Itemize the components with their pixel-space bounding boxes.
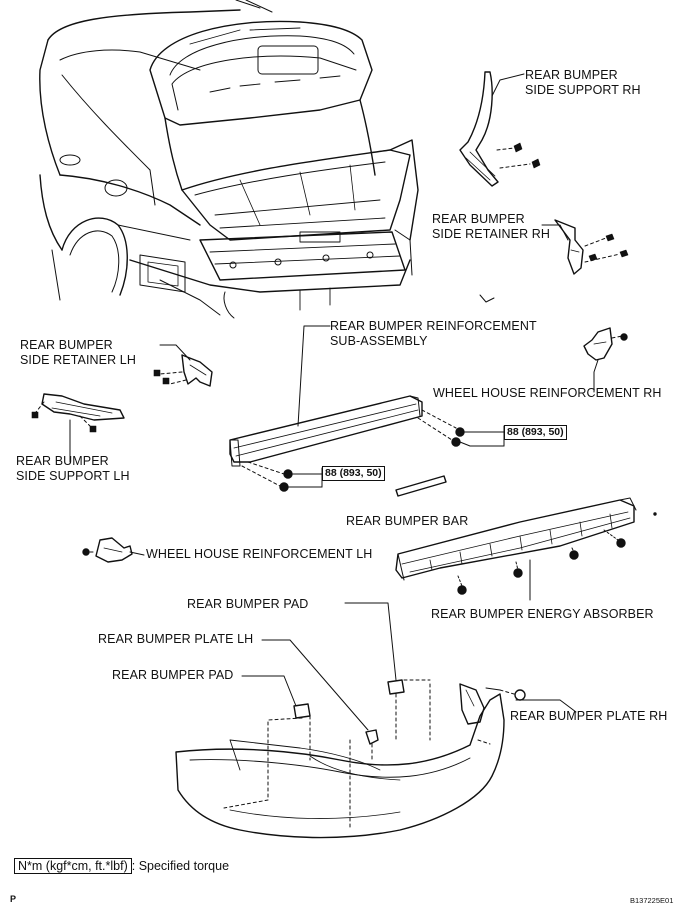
torque-spec-upper: 88 (893, 50)	[504, 425, 567, 440]
label-wheel-house-reinforcement-lh: WHEEL HOUSE REINFORCEMENT LH	[146, 547, 373, 561]
label-line: REAR BUMPER	[432, 212, 525, 226]
legend-unit-box: N*m (kgf*cm, ft.*lbf)	[14, 858, 132, 874]
label-energy-absorber: REAR BUMPER ENERGY ABSORBER	[431, 607, 654, 621]
label-rear-bumper-bar: REAR BUMPER BAR	[346, 514, 469, 528]
label-line: SIDE RETAINER RH	[432, 227, 551, 241]
label-line: SIDE SUPPORT LH	[16, 469, 130, 483]
label-side-retainer-lh: REAR BUMPER SIDE RETAINER LH	[20, 338, 136, 368]
footer-left-mark: P	[10, 894, 17, 904]
rear-bumper-cover-part	[175, 679, 526, 839]
label-reinforcement-subassembly: REAR BUMPER REINFORCEMENT SUB-ASSEMBLY	[330, 319, 537, 349]
wheel-house-reinforcement-rh-part	[583, 327, 628, 361]
label-rear-bumper-plate-lh: REAR BUMPER PLATE LH	[98, 632, 254, 646]
label-side-retainer-rh: REAR BUMPER SIDE RETAINER RH	[432, 212, 550, 242]
torque-spec-lower: 88 (893, 50)	[322, 466, 385, 481]
side-retainer-lh-part	[153, 354, 213, 387]
label-line: REAR BUMPER REINFORCEMENT	[330, 319, 537, 333]
label-rear-bumper-pad-left: REAR BUMPER PAD	[112, 668, 234, 682]
label-rear-bumper-pad-top: REAR BUMPER PAD	[187, 597, 309, 611]
legend-text: : Specified torque	[131, 859, 230, 873]
label-line: REAR BUMPER	[525, 68, 618, 82]
label-side-support-rh: REAR BUMPER SIDE SUPPORT RH	[525, 68, 641, 98]
leader-lines	[69, 73, 599, 731]
label-line: REAR BUMPER	[20, 338, 113, 352]
label-line: REAR BUMPER	[16, 454, 109, 468]
label-line: SIDE RETAINER LH	[20, 353, 136, 367]
label-wheel-house-reinforcement-rh: WHEEL HOUSE REINFORCEMENT RH	[433, 386, 662, 400]
rear-bumper-bar-part	[395, 475, 447, 497]
footer-figure-code: B137225E01	[630, 896, 674, 905]
wheel-house-reinforcement-lh-part	[82, 537, 133, 563]
torque-legend: N*m (kgf*cm, ft.*lbf): Specified torque	[14, 858, 229, 874]
label-line: SIDE SUPPORT RH	[525, 83, 641, 97]
side-support-rh-part	[459, 71, 541, 187]
label-line: SUB-ASSEMBLY	[330, 334, 428, 348]
label-rear-bumper-plate-rh: REAR BUMPER PLATE RH	[510, 709, 668, 723]
car-rear-body	[39, 0, 495, 319]
energy-absorber-part	[395, 497, 657, 595]
label-side-support-lh: REAR BUMPER SIDE SUPPORT LH	[16, 454, 130, 484]
side-support-lh-part	[31, 393, 125, 433]
side-retainer-rh-part	[554, 219, 629, 275]
